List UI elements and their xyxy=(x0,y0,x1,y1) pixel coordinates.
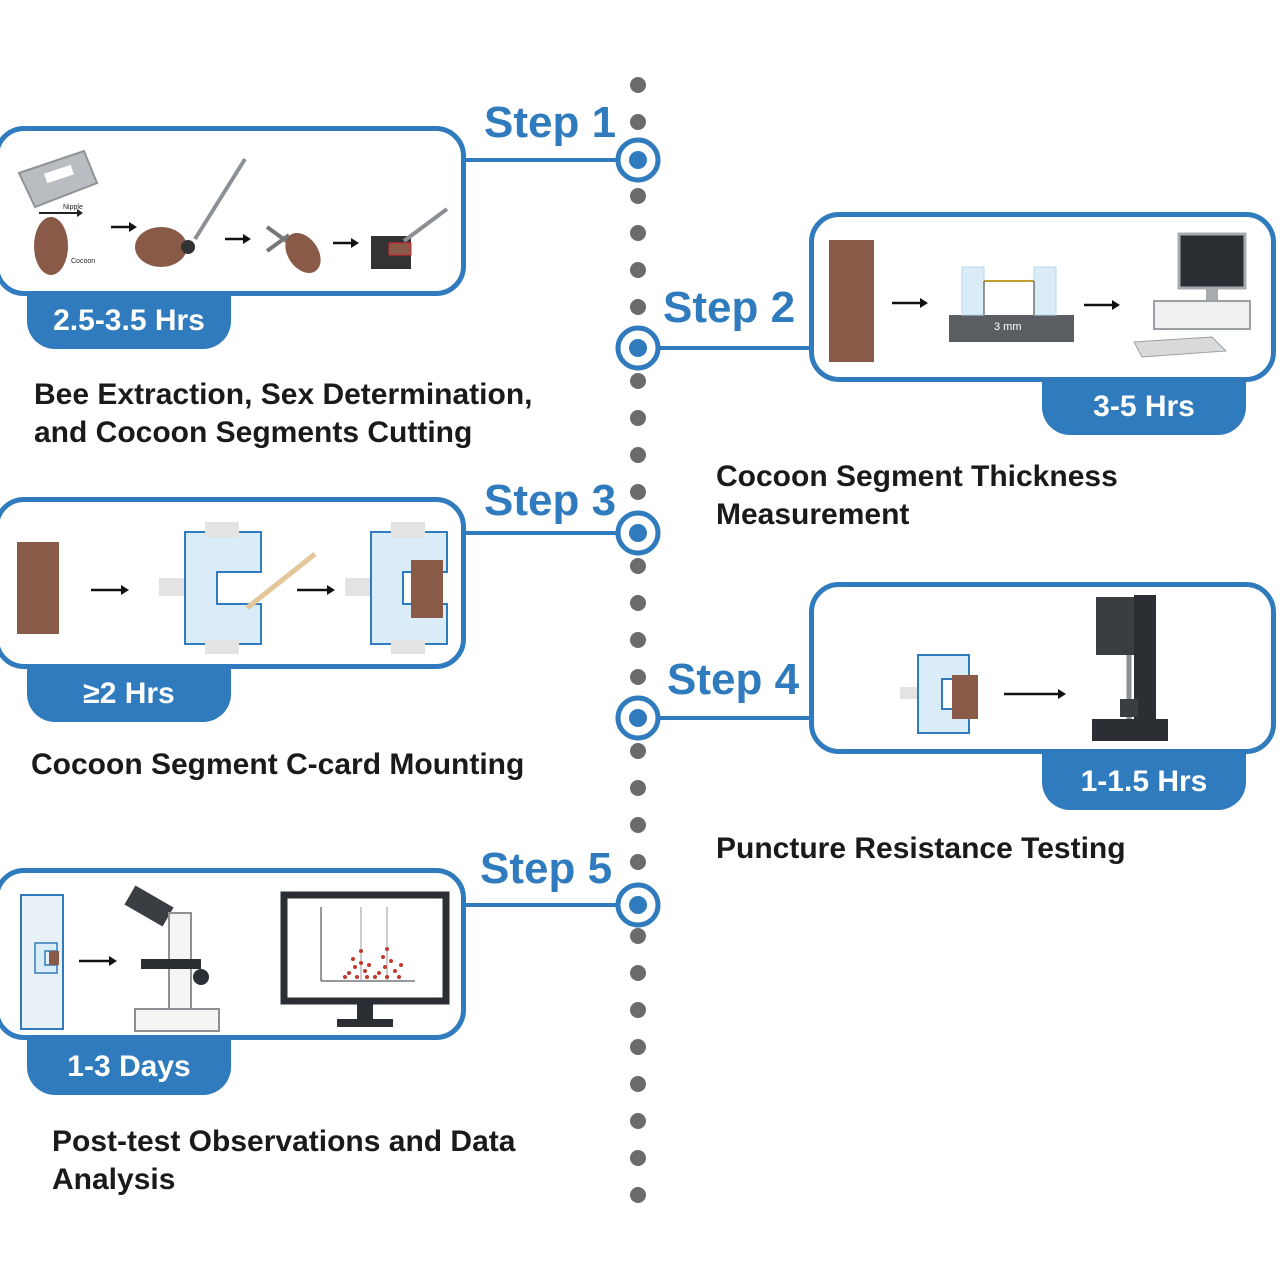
timeline-dot xyxy=(630,262,646,278)
razor-blade-icon xyxy=(17,149,99,209)
timeline-dot xyxy=(630,558,646,574)
step-2-duration: 3-5 Hrs xyxy=(1042,379,1246,435)
timeline-dot xyxy=(630,1113,646,1129)
cocoon-label: Cocoon xyxy=(71,258,95,265)
timeline-dot xyxy=(630,1039,646,1055)
timeline-dot xyxy=(630,965,646,981)
timeline-dot xyxy=(630,114,646,130)
step-1-title: Step 1 xyxy=(484,98,617,147)
timeline-dot xyxy=(630,410,646,426)
step-5-description: Post-test Observations and Data Analysis xyxy=(52,1125,516,1196)
c-card-icon xyxy=(159,522,262,654)
step-3-title: Step 3 xyxy=(484,476,617,525)
scissors-icon xyxy=(265,225,291,253)
timeline-dot xyxy=(630,77,646,93)
microscope-icon xyxy=(124,885,220,1032)
step-3-duration: ≥2 Hrs xyxy=(27,666,231,722)
step-1-panel: Nipple Cocoon xyxy=(0,126,466,296)
step-1-description: Bee Extraction, Sex Determination, and C… xyxy=(34,378,533,449)
step-5-panel xyxy=(0,868,466,1040)
timeline-dot xyxy=(630,1076,646,1092)
step-2-description: Cocoon Segment Thickness Measurement xyxy=(716,460,1118,531)
timeline-dot xyxy=(630,1150,646,1166)
timeline-dot xyxy=(630,1002,646,1018)
timeline-dot xyxy=(630,780,646,796)
cocoon-icon xyxy=(34,217,68,275)
step-3-panel xyxy=(0,497,466,669)
cocoon-with-bee-icon xyxy=(135,227,187,267)
timeline-dot xyxy=(630,743,646,759)
mounted-c-card-icon xyxy=(345,522,448,654)
step-2-title: Step 2 xyxy=(663,283,796,332)
timeline-dot xyxy=(630,447,646,463)
timeline-dot xyxy=(630,669,646,685)
tweezers-icon xyxy=(193,157,247,241)
timeline-dot xyxy=(630,632,646,648)
step-5-title: Step 5 xyxy=(480,844,613,893)
timeline-dots xyxy=(630,77,646,1203)
timeline-dot xyxy=(630,225,646,241)
timeline-dot xyxy=(630,484,646,500)
timeline-dot xyxy=(630,817,646,833)
timeline-dot xyxy=(630,595,646,611)
step-4-panel xyxy=(809,582,1276,754)
timeline-dot xyxy=(630,854,646,870)
data-monitor-icon xyxy=(280,891,450,1027)
step-5-duration: 1-3 Days xyxy=(27,1039,231,1095)
timeline-dot xyxy=(630,299,646,315)
step-4-description: Puncture Resistance Testing xyxy=(716,832,1126,865)
step-4-duration: 1-1.5 Hrs xyxy=(1042,754,1246,810)
timeline-dot xyxy=(630,373,646,389)
step-3-description: Cocoon Segment C-card Mounting xyxy=(31,748,525,781)
computer-icon xyxy=(1133,232,1251,358)
slide-with-card-icon xyxy=(20,894,64,1030)
timeline-dot xyxy=(630,928,646,944)
svg-text:3 mm: 3 mm xyxy=(994,321,1022,333)
puncture-tester-icon xyxy=(1092,595,1168,741)
nipple-label: Nipple xyxy=(63,204,83,211)
applicator-stick-icon xyxy=(245,552,317,610)
timeline-dot xyxy=(630,1187,646,1203)
mounted-c-card-icon xyxy=(900,654,978,734)
step-4-title: Step 4 xyxy=(667,655,800,704)
cocoon-segment-icon xyxy=(829,240,874,362)
timeline-dot xyxy=(630,188,646,204)
thickness-gauge-icon: 3 mm xyxy=(949,266,1074,342)
cocoon-segment-icon xyxy=(17,542,59,634)
step-2-panel: 3 mm xyxy=(809,212,1276,382)
step-1-duration: 2.5-3.5 Hrs xyxy=(27,293,231,349)
